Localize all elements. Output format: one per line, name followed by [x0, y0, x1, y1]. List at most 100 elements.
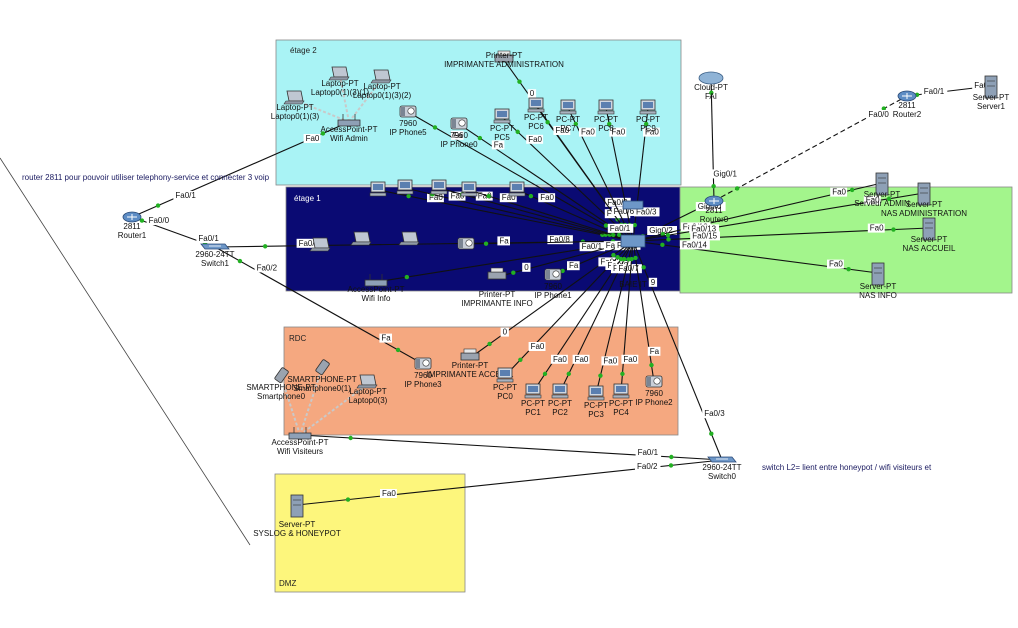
link-status-dot: [542, 371, 548, 377]
link-router0-router2[interactable]: [713, 95, 908, 202]
link-baie-switch0[interactable]: [632, 240, 723, 461]
port-label-bg: [380, 489, 397, 498]
phone-icon: [399, 105, 417, 118]
link-baie-pc6[interactable]: [535, 105, 634, 242]
device-label: PC-PT: [556, 115, 580, 124]
port-label-bg: [616, 264, 642, 274]
link-status-dot: [545, 120, 550, 125]
zone-title-dmz: DMZ: [279, 579, 296, 588]
device-pc_e1_c[interactable]: [430, 179, 448, 195]
zone-dmz[interactable]: [274, 473, 466, 593]
link-router0-cloud[interactable]: [710, 77, 715, 202]
link-baie-pc_e1_a[interactable]: [377, 189, 634, 242]
link-sw_main-phone3[interactable]: [214, 246, 424, 365]
device-lap_e1_b[interactable]: [350, 231, 372, 246]
device-baie[interactable]: BAIE IT: [619, 200, 647, 289]
link-baie-pc3[interactable]: [595, 240, 634, 395]
port-label-bg: [611, 207, 638, 216]
link-status-dot: [345, 497, 351, 502]
device-pc_e1_d[interactable]: [460, 181, 478, 197]
port-label-bg: [702, 409, 728, 419]
zone-rdc[interactable]: [283, 326, 679, 436]
device-label: Smartphone0: [257, 392, 306, 401]
port-label: Fa0/3: [704, 409, 725, 418]
link-baie-phone0[interactable]: [458, 123, 634, 242]
device-lap_e1_a[interactable]: [309, 237, 331, 252]
link-status-dot: [644, 121, 649, 127]
link-status-dot: [237, 258, 243, 264]
port-label-bg: [711, 169, 742, 179]
link-baie-pc_e1_b[interactable]: [404, 187, 634, 242]
port-label: Fa0/1: [610, 224, 631, 233]
device-lap_e1_c[interactable]: [398, 231, 420, 246]
link-baie-phone2[interactable]: [632, 240, 655, 383]
port-label-bg: [528, 342, 546, 351]
zone-serveurs[interactable]: [679, 186, 1013, 294]
link-baie-pc4[interactable]: [620, 240, 634, 393]
device-label: IP Phone2: [635, 398, 673, 407]
device-phone_e1[interactable]: [457, 237, 475, 250]
port-label: Fa0/8: [549, 235, 570, 244]
device-label: Cloud-PT: [694, 83, 728, 92]
zone-title-etage2: étage 2: [290, 46, 317, 55]
link-status-dot: [649, 362, 654, 368]
device-pc_e1_a[interactable]: [369, 181, 387, 197]
link-baie-pc_e1_d[interactable]: [468, 189, 634, 242]
link-baie-pc7[interactable]: [567, 107, 634, 242]
device-label: BAIE IT: [619, 280, 647, 289]
device-label: PC3: [588, 410, 604, 419]
link-baie-pc_e1_c[interactable]: [438, 187, 634, 242]
link-baie-phone5[interactable]: [407, 111, 634, 242]
wifi-link: [280, 375, 301, 436]
port-label: Fa0: [531, 342, 545, 351]
device-pc_e1_e[interactable]: [508, 181, 526, 197]
device-label: IP Phone0: [440, 140, 478, 149]
link-baie-pc5[interactable]: [501, 116, 634, 242]
port-label-bg: [643, 127, 660, 137]
link-status-dot: [669, 454, 674, 460]
device-pc_e1_b[interactable]: [396, 179, 414, 195]
device-label: PC2: [552, 408, 568, 417]
laptop-icon: [370, 69, 392, 84]
